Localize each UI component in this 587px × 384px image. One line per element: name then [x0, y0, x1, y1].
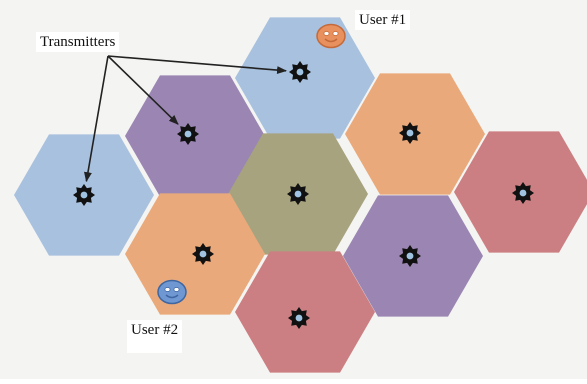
transmitter-gear-icon	[287, 183, 309, 205]
arrow-to-far-left	[83, 55, 109, 183]
transmitter-gear-icon	[512, 182, 534, 204]
user1-label: User #1	[355, 10, 411, 30]
arrow-to-upper-left	[107, 55, 179, 125]
transmitter-gear-icon	[192, 243, 214, 265]
arrow-to-top	[107, 55, 287, 75]
transmitter-gear-icon	[177, 123, 199, 145]
transmitter-gear-icon	[289, 61, 311, 83]
transmitter-gear-icon	[288, 307, 310, 329]
transmitters-label: Transmitters	[36, 32, 120, 52]
transmitter-gear-icon	[399, 122, 421, 144]
user2-smiley-icon	[157, 279, 187, 305]
transmitter-gear-icon	[399, 245, 421, 267]
transmitter-gear-icon	[73, 184, 95, 206]
user2-label: User #2	[127, 320, 183, 353]
user1-smiley-icon	[316, 23, 346, 49]
